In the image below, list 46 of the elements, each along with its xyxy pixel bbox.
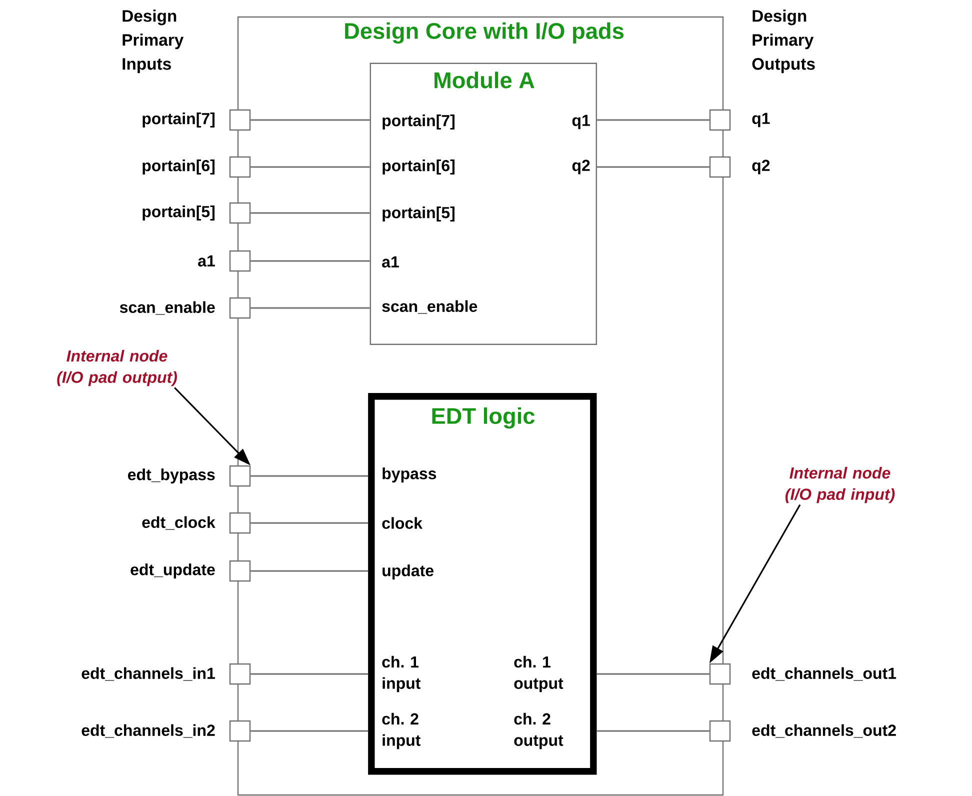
heading-label: Design Primary Inputs	[122, 10, 184, 74]
pin-label: edt_channels_in1	[82, 667, 215, 681]
connector-line	[250, 673, 368, 675]
connector-line	[250, 475, 368, 477]
pin-label: portain[5]	[142, 206, 214, 220]
connector-line	[250, 166, 370, 168]
pin-label: portain[6]	[142, 160, 214, 174]
connector-line	[597, 166, 710, 168]
connector-line	[250, 119, 370, 121]
port-label: scan_enable	[382, 300, 478, 314]
port-label: ch. 1 output	[514, 656, 564, 692]
port-label: portain[5]	[382, 206, 454, 222]
connector-line	[596, 673, 710, 675]
port-label: a1	[382, 256, 399, 268]
annotation: Internal node (I/O pad input)	[786, 466, 895, 504]
connector-line	[250, 212, 370, 214]
port-label: ch. 2 input	[382, 712, 420, 750]
port-label: q1	[572, 114, 590, 130]
pin-label: q1	[752, 112, 770, 128]
pin-label: a1	[198, 255, 215, 267]
port-label: update	[382, 564, 434, 580]
connector-line	[250, 307, 370, 309]
pin-label: edt_channels_in2	[82, 724, 215, 738]
connector-line	[250, 730, 368, 732]
pin-label: edt_update	[130, 564, 215, 578]
connector-line	[250, 260, 370, 262]
port-label: q2	[572, 160, 590, 174]
port-label: ch. 2 output	[514, 712, 564, 750]
pin-label: edt_channels_out2	[752, 724, 896, 738]
port-label: clock	[382, 517, 423, 529]
connector-line	[596, 730, 710, 732]
connector-line	[597, 119, 710, 121]
pin-label: edt_bypass	[128, 468, 215, 484]
heading-label: Design Primary Outputs	[752, 10, 815, 74]
pin-label: edt_channels_out1	[752, 667, 896, 681]
connector-line	[250, 570, 368, 572]
port-label: bypass	[382, 468, 436, 482]
pin-label: portain[7]	[142, 112, 214, 128]
port-label: portain[7]	[382, 114, 454, 130]
pin-label: scan_enable	[120, 301, 215, 315]
pin-label: q2	[752, 160, 770, 174]
connector-line	[250, 522, 368, 524]
pin-label: edt_clock	[142, 516, 216, 530]
annotation: Internal node (I/O pad output)	[57, 350, 177, 386]
port-label: ch. 1 input	[382, 656, 420, 692]
port-label: portain[6]	[382, 160, 454, 174]
